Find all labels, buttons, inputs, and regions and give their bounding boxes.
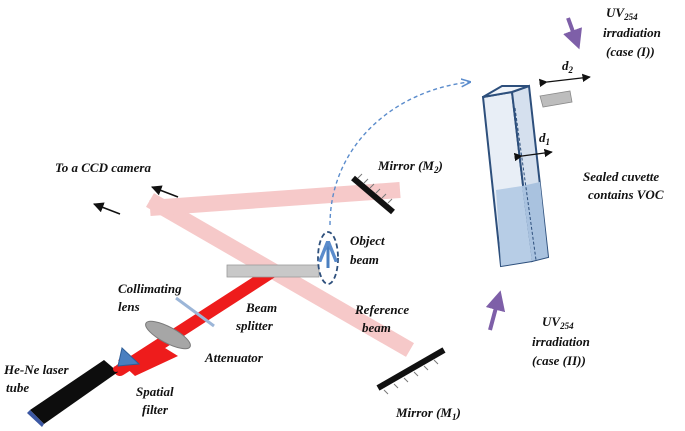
label-uv-case-1-line3: (case (I)) (606, 44, 655, 59)
cuvette-cap (539, 90, 573, 108)
label-reference-beam-1: Reference (354, 302, 409, 317)
label-cuvette-1: Sealed cuvette (583, 169, 659, 184)
label-spatial-1: Spatial (136, 384, 174, 399)
label-uv-case-1-line2: irradiation (603, 25, 661, 40)
label-object-beam-1: Object (350, 233, 385, 248)
label-d1: d1 (539, 130, 550, 147)
uv-arrow-case-2 (485, 290, 506, 331)
label-laser-1: He-Ne laser (3, 362, 70, 377)
label-collimating-2: lens (118, 299, 140, 314)
cuvette-liquid (496, 186, 532, 266)
object-beam-marker (317, 231, 339, 285)
cuvette-liquid-side (522, 182, 548, 261)
label-spatial-2: filter (142, 402, 169, 417)
sealed-cuvette (481, 84, 573, 268)
he-ne-laser-tube (30, 360, 118, 424)
ccd-arrow-lower (93, 202, 121, 215)
label-mirror-m1: Mirror (M1) (395, 405, 461, 422)
reference-beam-path (149, 182, 401, 216)
path-to-cuvette (329, 82, 470, 226)
mirror-m1 (376, 347, 446, 395)
label-d2: d2 (562, 58, 574, 75)
label-cuvette-2: contains VOC (588, 187, 664, 202)
laser-cone (118, 348, 178, 376)
attenuator (175, 296, 215, 328)
label-beam-splitter-2: splitter (235, 318, 274, 333)
collimating-lens (145, 320, 191, 350)
label-to-ccd: To a CCD camera (55, 160, 151, 175)
mirror-m2 (351, 173, 395, 215)
uv-arrow-case-1 (563, 17, 582, 50)
spatial-filter (117, 347, 141, 367)
label-uv-case-2-line3: (case (II)) (532, 353, 586, 368)
label-beam-splitter-1: Beam (245, 300, 277, 315)
ccd-arrow-upper (151, 185, 179, 198)
d1-arrow (513, 148, 553, 162)
label-uv-case-1-line1: UV254 (606, 5, 638, 22)
d2-arrow (539, 73, 591, 88)
label-uv-case-2-line2: irradiation (532, 334, 590, 349)
laser-aperture (113, 366, 119, 372)
beam-splitter (226, 264, 320, 278)
label-reference-beam-2: beam (362, 320, 391, 335)
label-mirror-m2: Mirror (M2) (377, 158, 443, 175)
label-collimating-1: Collimating (118, 281, 182, 296)
label-laser-2: tube (6, 380, 29, 395)
label-object-beam-2: beam (350, 252, 379, 267)
laser-tube-edge (27, 410, 44, 427)
label-attenuator: Attenuator (204, 350, 264, 365)
label-uv-case-2-line1: UV254 (542, 314, 574, 331)
